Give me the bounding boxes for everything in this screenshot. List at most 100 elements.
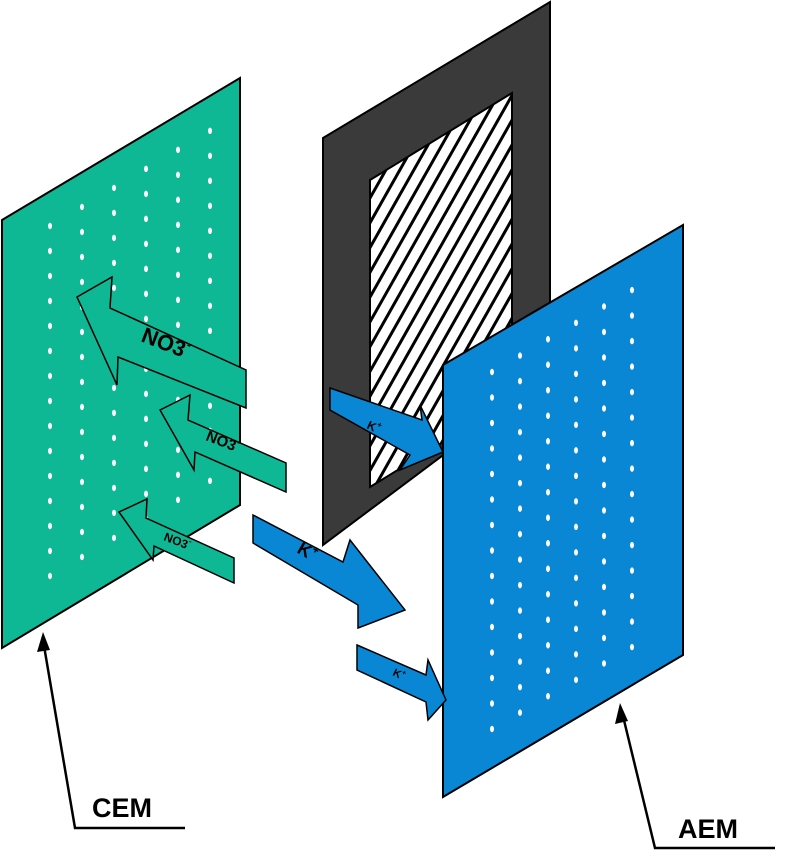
pore-dot xyxy=(490,419,494,427)
pore-dot xyxy=(574,574,578,582)
pore-dot xyxy=(602,328,606,336)
pore-dot xyxy=(112,434,116,442)
aem-leader-line xyxy=(620,711,775,850)
pore-dot xyxy=(112,259,116,267)
pore-dot xyxy=(48,372,52,380)
pore-dot xyxy=(490,598,494,605)
pore-dot xyxy=(518,658,522,665)
pore-dot xyxy=(546,565,550,572)
pore-dot xyxy=(574,625,578,633)
pore-dot xyxy=(546,438,550,445)
k-arrow-lower: K+ xyxy=(356,643,447,722)
hatch-line xyxy=(720,60,785,520)
pore-dot xyxy=(48,547,52,555)
pore-dot xyxy=(112,409,116,417)
pore-dot xyxy=(144,440,148,448)
pore-dot xyxy=(602,456,606,463)
pore-dot xyxy=(112,209,116,217)
hatch-line xyxy=(370,93,506,487)
pore-dot xyxy=(176,296,180,304)
hatch-line xyxy=(678,60,785,520)
pore-dot xyxy=(80,403,84,411)
pore-dot xyxy=(602,405,606,412)
pore-dot xyxy=(176,496,180,504)
pore-dot xyxy=(48,422,52,430)
pore-dot xyxy=(48,447,52,455)
hatch-line xyxy=(370,93,512,487)
pore-dot xyxy=(518,352,522,359)
pore-dot xyxy=(208,327,212,334)
pore-dot xyxy=(602,634,606,642)
pore-dot xyxy=(574,396,578,403)
pore-dot xyxy=(48,347,52,355)
pore-dot xyxy=(112,284,116,292)
pore-dot xyxy=(630,490,634,498)
pore-dot xyxy=(518,683,522,691)
pore-dot xyxy=(144,490,148,498)
pore-dot xyxy=(490,623,494,631)
pore-dot xyxy=(574,600,578,607)
pore-dot xyxy=(176,221,180,229)
pore-dot xyxy=(574,651,578,658)
pore-dot xyxy=(546,591,550,598)
pore-dot xyxy=(112,184,116,192)
pore-dot xyxy=(176,196,180,204)
pore-dot xyxy=(208,477,212,484)
pore-dot xyxy=(80,253,84,261)
pore-dot xyxy=(80,478,84,486)
cem-leader-arrowhead xyxy=(37,632,50,652)
pore-dot xyxy=(518,403,522,410)
pore-dot xyxy=(80,378,84,386)
aem-leader-arrowhead xyxy=(615,703,628,724)
pore-dot xyxy=(630,465,634,472)
pore-dot xyxy=(208,252,212,259)
aem-pores xyxy=(490,286,634,733)
pore-dot xyxy=(208,127,212,134)
pore-dot xyxy=(574,447,578,454)
pore-dot xyxy=(546,514,550,521)
pore-dot xyxy=(80,328,84,336)
pore-dot xyxy=(546,667,550,674)
pore-dot xyxy=(518,607,522,614)
pore-dot xyxy=(48,297,52,305)
pore-dot xyxy=(602,532,606,540)
pore-dot xyxy=(144,240,148,248)
hatch-line xyxy=(370,93,512,487)
pore-dot xyxy=(574,498,578,505)
pore-dot xyxy=(490,725,494,733)
pore-dot xyxy=(546,693,550,700)
no3-arrow-small: NO3- xyxy=(117,497,235,585)
hatch-line xyxy=(692,60,785,520)
pore-dot xyxy=(144,190,148,198)
pore-dot xyxy=(518,530,522,538)
pore-dot xyxy=(80,353,84,361)
pore-dot xyxy=(630,592,634,600)
hatch-line xyxy=(706,60,785,520)
pore-dot xyxy=(518,709,522,716)
pore-dot xyxy=(490,700,494,707)
hatch-line xyxy=(370,93,512,487)
pore-dot xyxy=(48,247,52,255)
pore-dot xyxy=(490,496,494,503)
pore-dot xyxy=(630,541,634,549)
pore-dot xyxy=(144,390,148,398)
pore-dot xyxy=(208,152,212,159)
pore-dot xyxy=(602,481,606,489)
pore-dot xyxy=(490,470,494,478)
hatch-line xyxy=(370,93,512,487)
pore-dot xyxy=(144,465,148,473)
pore-dot xyxy=(602,507,606,514)
pore-dot xyxy=(518,428,522,436)
hatch-line xyxy=(370,93,492,487)
pore-dot xyxy=(574,549,578,556)
pore-dot xyxy=(80,428,84,436)
pore-dot xyxy=(48,522,52,530)
pore-dot xyxy=(208,227,212,234)
pore-dot xyxy=(546,336,550,343)
pore-dot xyxy=(208,402,212,409)
pore-dot xyxy=(574,319,578,327)
hatch-line xyxy=(776,60,785,520)
pore-dot xyxy=(630,337,634,345)
pore-dot xyxy=(112,509,116,517)
